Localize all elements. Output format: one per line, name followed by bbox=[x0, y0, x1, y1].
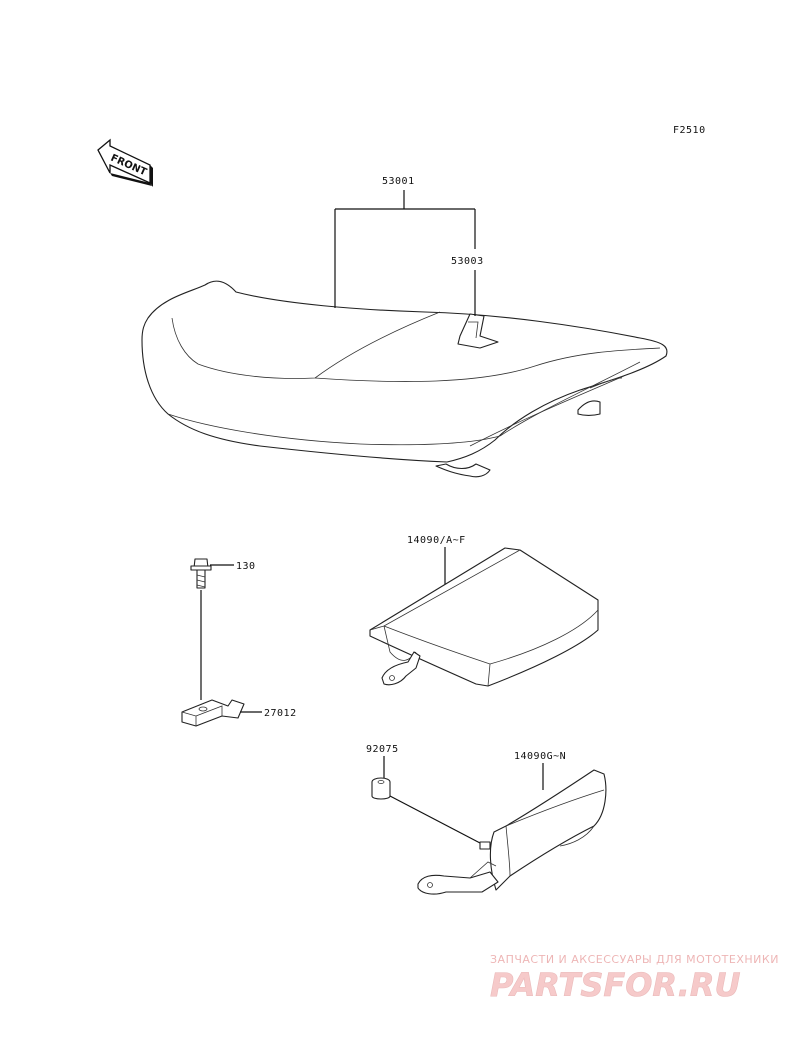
watermark-tagline: ЗАПЧАСТИ И АКСЕССУАРЫ ДЛЯ МОТОТЕХНИКИ bbox=[490, 953, 779, 966]
bracket-drawing bbox=[181, 699, 245, 727]
seat-drawing bbox=[141, 280, 668, 478]
label-seat-insert: 53003 bbox=[451, 256, 484, 267]
front-arrow-icon: FRONT bbox=[97, 138, 153, 187]
label-bolt: 130 bbox=[236, 561, 256, 572]
seat-leaders bbox=[334, 190, 476, 316]
label-grab-rail-a: 14090/A~F bbox=[407, 535, 466, 546]
damper-drawing bbox=[371, 777, 391, 800]
label-bracket: 27012 bbox=[264, 708, 297, 719]
watermark: ЗАПЧАСТИ И АКСЕССУАРЫ ДЛЯ МОТОТЕХНИКИ PA… bbox=[490, 953, 779, 1004]
label-grab-rail-b: 14090G~N bbox=[514, 751, 566, 762]
watermark-logo: PARTSFOR.RU bbox=[490, 966, 740, 1004]
grab-rail-a-drawing bbox=[369, 547, 599, 687]
leader-damper-axis bbox=[389, 795, 481, 844]
label-seat-assy: 53001 bbox=[382, 176, 415, 187]
label-damper: 92075 bbox=[366, 744, 399, 755]
bolt-drawing bbox=[190, 558, 212, 589]
figure-code: F2510 bbox=[673, 125, 706, 136]
grab-rail-b-drawing bbox=[417, 769, 607, 895]
